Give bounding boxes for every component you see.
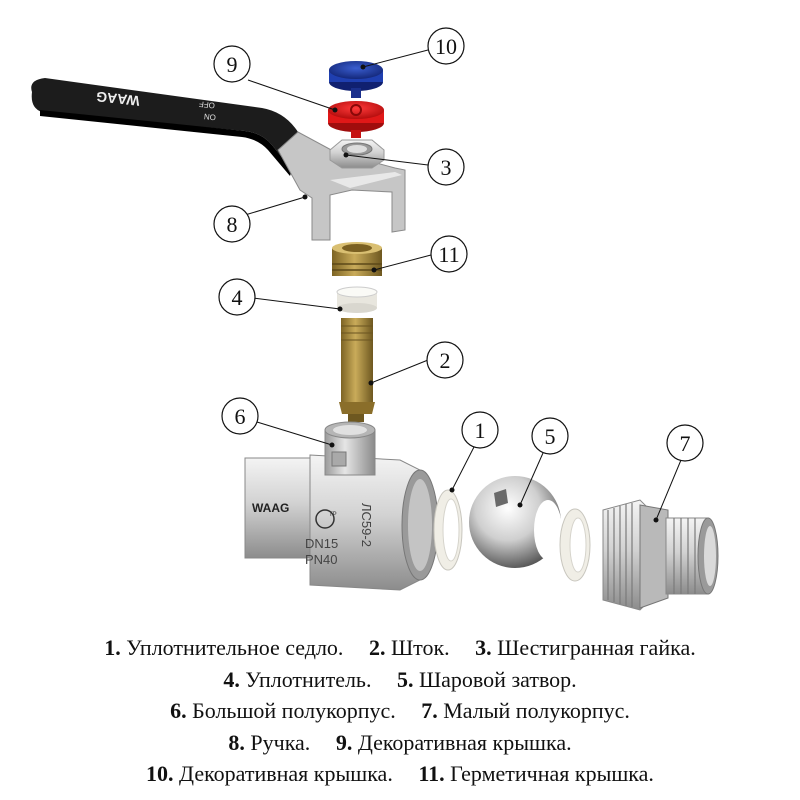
callout-6: 6	[221, 397, 259, 435]
svg-text:8: 8	[227, 212, 238, 237]
svg-text:1: 1	[475, 418, 486, 443]
legend-item-7: 7. Малый полукорпус.	[421, 698, 630, 723]
callout-7: 7	[666, 424, 704, 462]
svg-text:7: 7	[680, 431, 691, 456]
callout-2: 2	[426, 341, 464, 379]
body-brand-mark: WAAG	[252, 501, 289, 515]
certification-mark	[315, 509, 335, 529]
seal-part-4	[336, 286, 378, 313]
parts-legend: 1. Уплотнительное седло. 2. Шток. 3. Шес…	[0, 632, 800, 790]
seat-ring-second	[559, 508, 591, 582]
callout-1: 1	[461, 411, 499, 449]
small-body-part-7	[602, 499, 719, 611]
svg-text:9: 9	[227, 52, 238, 77]
svg-text:4: 4	[232, 285, 243, 310]
legend-line-1: 1. Уплотнительное седло. 2. Шток. 3. Шес…	[0, 632, 800, 664]
body-material-mark: ЛС59-2	[359, 503, 374, 547]
handle-on-mark: ON	[203, 112, 216, 122]
blue-decorative-cap-part-10	[329, 61, 383, 98]
legend-item-5: 5. Шаровой затвор.	[396, 666, 577, 692]
handle-part-8: WAAG OFF ON	[31, 78, 406, 241]
large-body-part-6: WAAG ТР DN15 PN40 ЛС59-2	[244, 421, 439, 591]
legend-item-3: 3. Шестигранная гайка.	[475, 635, 696, 660]
legend-item-2: 2. Шток.	[368, 635, 450, 660]
callout-3: 3	[427, 148, 465, 186]
body-dn-mark: DN15	[305, 536, 338, 551]
legend-item-6: 6. Большой полукорпус.	[170, 698, 396, 723]
red-decorative-cap-part-9	[328, 101, 384, 138]
svg-text:2: 2	[440, 348, 451, 373]
legend-line-3: 6. Большой полукорпус. 7. Малый полукорп…	[0, 695, 800, 727]
hex-nut-part-3	[329, 139, 385, 169]
legend-item-8: 8. Ручка.	[228, 729, 311, 755]
callout-9: 9	[213, 45, 251, 83]
handle-off-mark: OFF	[198, 99, 215, 110]
leader-dots	[302, 64, 659, 523]
leader-lines	[244, 49, 682, 521]
legend-item-1: 1. Уплотнительное седло.	[104, 635, 344, 660]
svg-text:6: 6	[235, 404, 246, 429]
body-pn-mark: PN40	[305, 552, 338, 567]
callout-10: 10	[427, 27, 465, 65]
legend-line-4: 8. Ручка. 9. Декоративная крышка.	[0, 727, 800, 759]
exploded-valve-diagram: WAAG OFF ON	[31, 27, 719, 611]
legend-line-5: 10. Декоративная крышка. 11. Герметичная…	[0, 758, 800, 790]
callout-4: 4	[218, 278, 256, 316]
legend-item-4: 4. Уплотнитель.	[223, 666, 372, 692]
callout-5: 5	[531, 417, 569, 455]
svg-text:11: 11	[438, 242, 459, 267]
stem-part-2	[339, 318, 375, 422]
legend-item-9: 9. Декоративная крышка.	[335, 729, 572, 755]
handle-brand-mark: WAAG	[95, 89, 140, 109]
legend-item-10: 10. Декоративная крышка.	[146, 761, 393, 786]
ball-part-5	[469, 476, 562, 568]
callout-11: 11	[430, 235, 468, 273]
legend-line-2: 4. Уплотнитель. 5. Шаровой затвор.	[0, 664, 800, 696]
svg-text:5: 5	[545, 424, 556, 449]
svg-text:10: 10	[435, 34, 457, 59]
svg-text:3: 3	[441, 155, 452, 180]
callout-8: 8	[213, 205, 251, 243]
cert-mark-text: ТР	[329, 512, 337, 518]
seat-ring-part-1	[433, 489, 463, 571]
legend-item-11: 11. Герметичная крышка.	[418, 761, 654, 786]
